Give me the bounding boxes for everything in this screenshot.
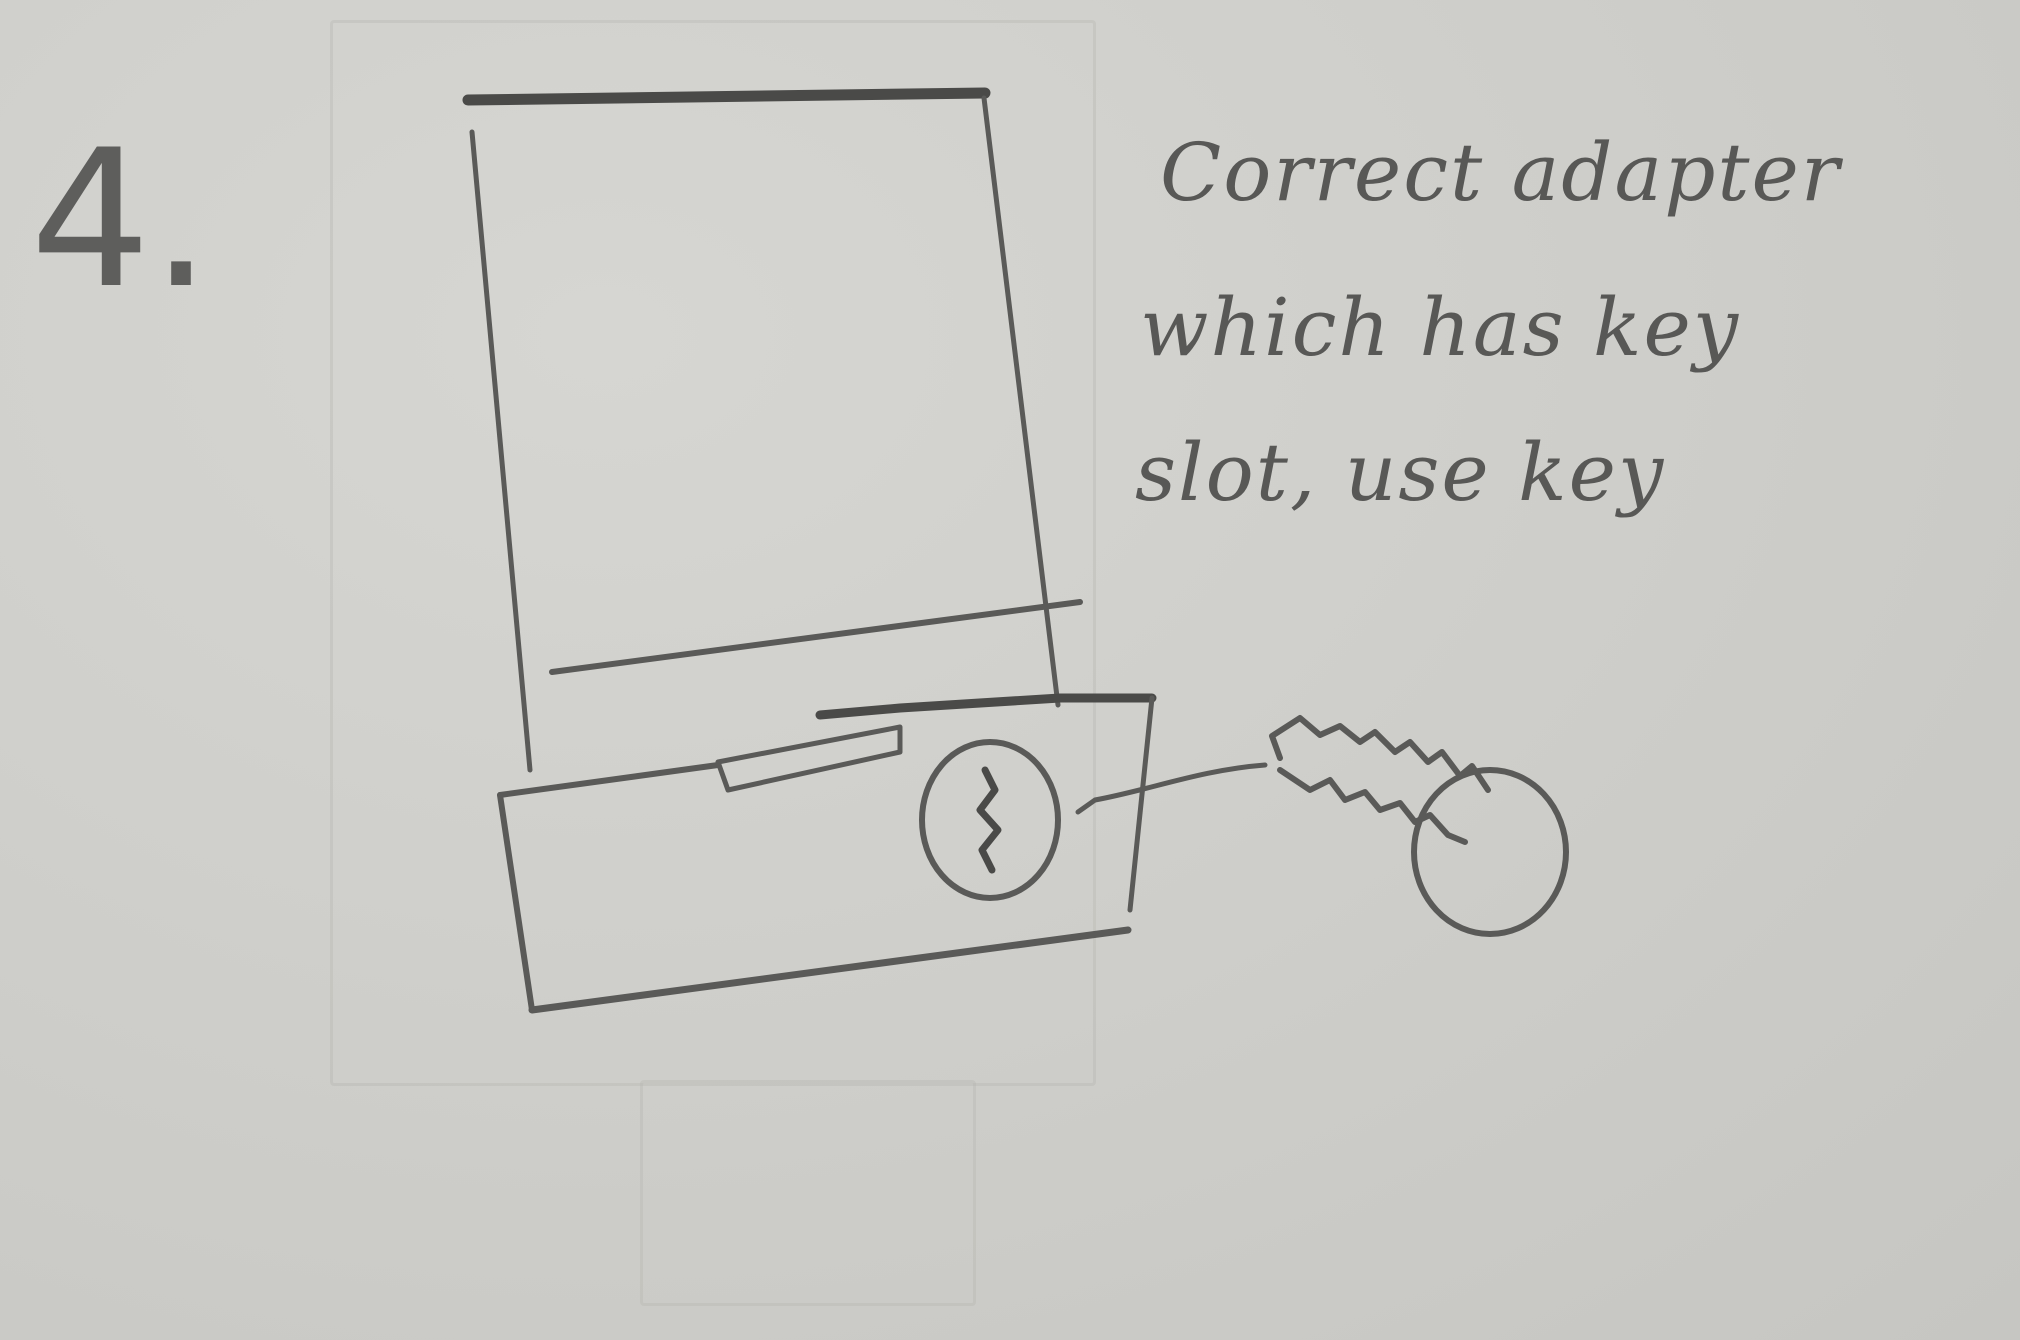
keyhole-oval [919,739,1061,901]
adapter-right-edge [1127,695,1155,913]
key-bow [1411,767,1569,937]
step-number: 4. [30,109,211,330]
device-top-edge [462,87,991,106]
caption-line-1: Correct adapter [1160,126,1844,219]
adapter-top-line [497,762,721,798]
key-icon [1269,715,1569,937]
key-teeth-top [1269,715,1491,793]
show-through-sketch-lower [640,1080,976,1306]
device-left-edge [469,129,533,773]
key-pointer-line [1075,762,1268,815]
adapter-sketch [497,693,1157,1014]
device-sketch [462,87,1083,773]
show-through-sketch [330,20,1096,1086]
adapter-bottom-edge [528,926,1132,1014]
keyhole-slot [976,766,1002,874]
device-lower-band [549,599,1083,675]
adapter-top-ledge [815,693,1157,720]
adapter-slot-tab [715,724,903,793]
key-teeth-bottom [1277,767,1468,845]
caption-line-3: slot, use key [1135,426,1665,519]
caption-line-2: which has key [1140,281,1740,374]
adapter-left-edge [497,792,535,1013]
caption: Correct adapter which has key slot, use … [1135,126,1844,519]
